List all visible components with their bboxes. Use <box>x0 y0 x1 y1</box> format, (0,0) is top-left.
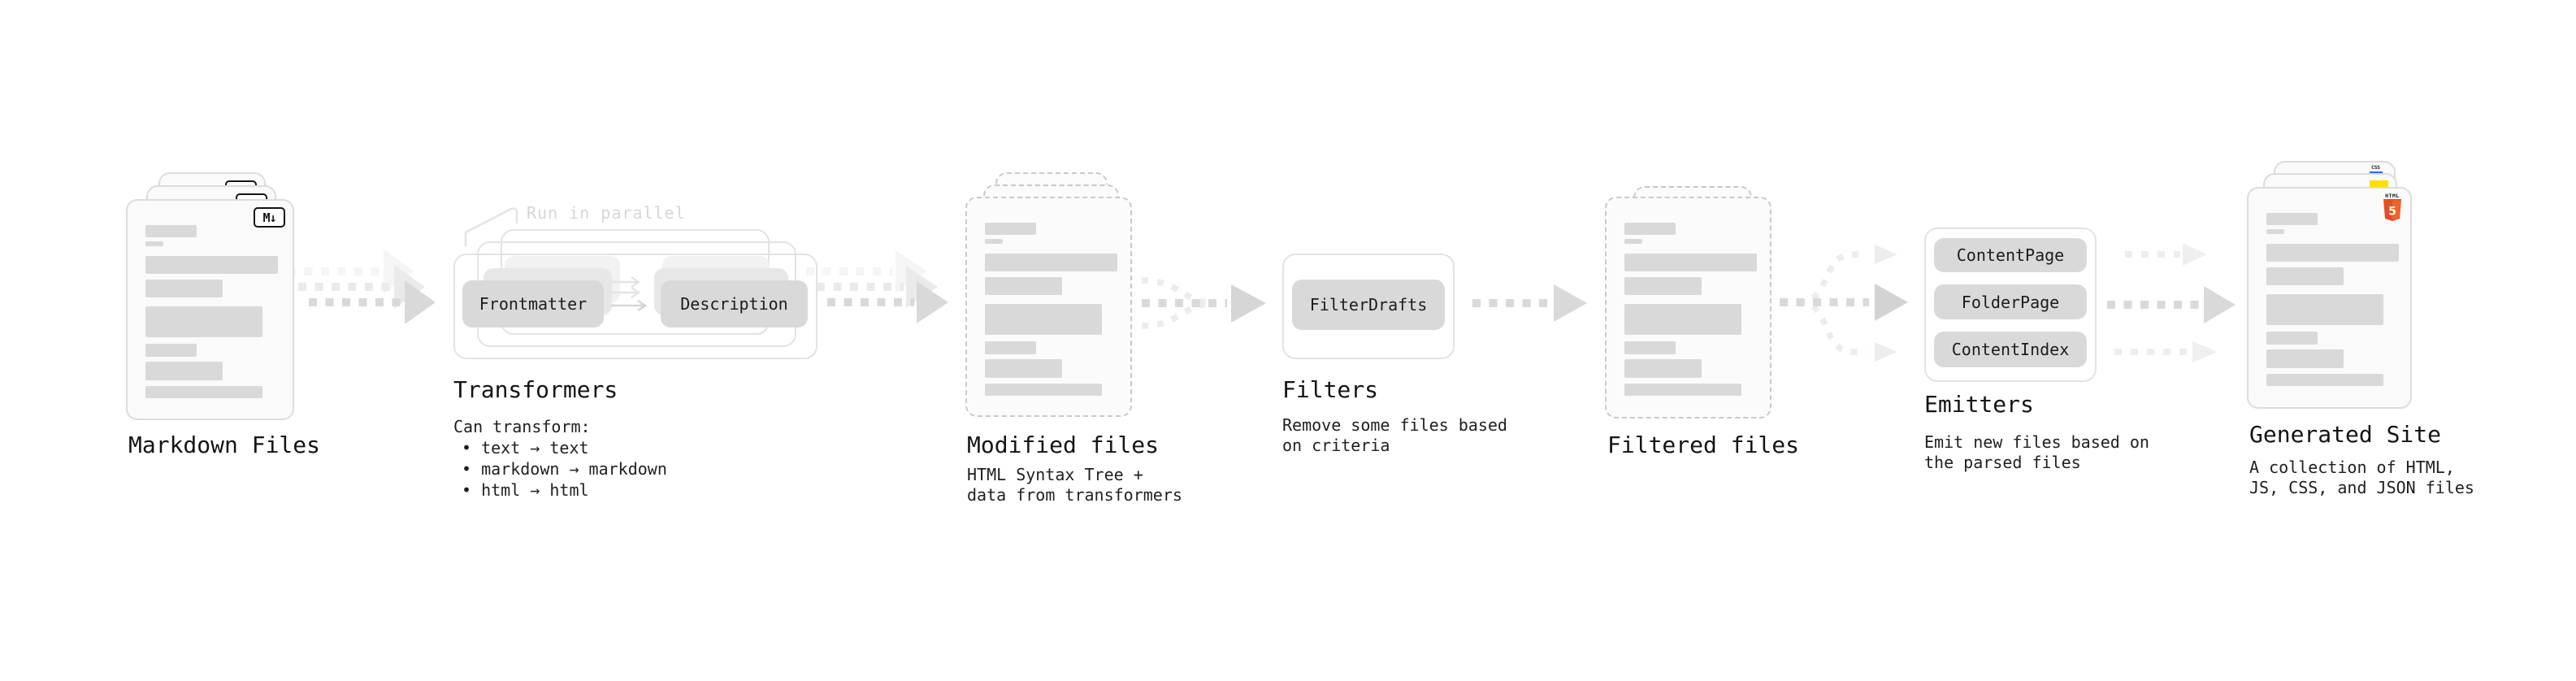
emitter-chip-contentindex: ContentIndex <box>1934 332 2087 367</box>
desc-line: Emit new files based on <box>1924 432 2149 452</box>
skeleton-bar <box>145 362 223 380</box>
skeleton-bar <box>985 384 1102 396</box>
skeleton-bar <box>1624 384 1741 396</box>
skeleton-bar <box>2266 244 2399 262</box>
skeleton-bar <box>985 223 1036 235</box>
skeleton-bar <box>985 341 1036 354</box>
skeleton-bar <box>1624 341 1676 354</box>
desc-line: HTML Syntax Tree + <box>967 465 1143 484</box>
desc-bullet: • markdown → markdown <box>462 459 667 479</box>
arrow-modified-to-filters <box>1141 277 1266 329</box>
skeleton-bar <box>2266 349 2344 368</box>
desc-line: Can transform: <box>453 417 591 436</box>
arrow-transformers-to-modified <box>806 250 948 323</box>
stage-label-emitters: Emitters <box>1924 391 2034 418</box>
filter-chip-filterdrafts: FilterDrafts <box>1292 280 1445 330</box>
stage-desc-filters: Remove some files based on criteria <box>1282 415 1507 456</box>
stage-label-filters: Filters <box>1282 376 1379 403</box>
skeleton-bar <box>1624 359 1702 378</box>
arrow-emitters-to-generated <box>2107 243 2236 362</box>
skeleton-bar <box>145 241 163 246</box>
stage-desc-transformers: Can transform: • text → text • markdown … <box>453 416 667 501</box>
skeleton-bar <box>1624 223 1676 235</box>
desc-line: on criteria <box>1282 436 1390 455</box>
document-card-front: HTML 5 <box>2247 187 2412 409</box>
arrow-filtered-to-emitters <box>1780 245 1908 362</box>
desc-line: A collection of HTML, <box>2249 458 2455 477</box>
skeleton-bar <box>2266 229 2284 234</box>
annotation-callout-line <box>464 207 518 247</box>
emitter-chip-contentpage: ContentPage <box>1934 238 2087 272</box>
css-icon-label: CSS <box>2371 165 2380 171</box>
skeleton-bar <box>2266 267 2344 285</box>
document-card-front: M↓ <box>126 199 294 420</box>
arrow-filters-to-filtered <box>1472 284 1587 322</box>
skeleton-bar <box>2266 374 2383 386</box>
skeleton-bar <box>1624 254 1757 271</box>
skeleton-bar <box>985 254 1117 271</box>
skeleton-bar <box>2266 294 2383 325</box>
skeleton-bar <box>145 256 278 274</box>
parallel-mini-arrows <box>611 275 648 312</box>
skeleton-bar <box>145 306 262 337</box>
filters-box <box>1282 254 1455 359</box>
skeleton-bar <box>985 239 1003 244</box>
skeleton-bar <box>145 344 197 357</box>
skeleton-bar <box>145 225 197 237</box>
emitters-box <box>1924 228 2097 382</box>
transformer-box-front <box>453 254 817 359</box>
skeleton-bar <box>2266 332 2318 345</box>
skeleton-bar <box>985 277 1062 295</box>
skeleton-bar <box>1624 239 1642 244</box>
html5-icon-label: HTML <box>2385 193 2400 199</box>
css-icon: CSS <box>2369 166 2383 175</box>
stage-label-modified-files: Modified files <box>967 432 1160 458</box>
desc-line: Remove some files based <box>1282 415 1507 435</box>
skeleton-bar <box>1624 277 1702 295</box>
skeleton-bar <box>145 386 262 398</box>
desc-line: JS, CSS, and JSON files <box>2249 478 2474 497</box>
document-card-front <box>1605 197 1772 419</box>
desc-bullet: • html → html <box>462 480 589 500</box>
arrow-markdown-to-transformers <box>288 249 436 324</box>
skeleton-bar <box>1624 304 1741 335</box>
transformer-chip-description: Description <box>661 280 808 327</box>
skeleton-bar <box>985 359 1062 378</box>
stage-label-generated-site: Generated Site <box>2249 421 2442 448</box>
skeleton-bar <box>985 304 1102 335</box>
stage-label-markdown-files: Markdown Files <box>128 432 321 458</box>
skeleton-bar <box>145 280 223 297</box>
markdown-icon: M↓ <box>254 207 285 228</box>
transformer-chip-frontmatter: Frontmatter <box>462 280 604 327</box>
stage-desc-modified-files: HTML Syntax Tree + data from transformer… <box>967 465 1182 505</box>
document-card-front <box>965 197 1132 417</box>
js-icon <box>2370 180 2388 189</box>
stage-label-transformers: Transformers <box>453 376 618 403</box>
annotation-run-in-parallel: Run in parallel <box>527 203 686 223</box>
skeleton-bar <box>2266 213 2318 225</box>
html5-icon: HTML 5 <box>2382 193 2403 221</box>
desc-bullet: • text → text <box>462 438 589 458</box>
stage-label-filtered-files: Filtered files <box>1607 432 1800 458</box>
stage-desc-emitters: Emit new files based on the parsed files <box>1924 432 2149 473</box>
desc-line: the parsed files <box>1924 453 2081 472</box>
emitter-chip-folderpage: FolderPage <box>1934 284 2087 319</box>
stage-desc-generated-site: A collection of HTML, JS, CSS, and JSON … <box>2249 458 2474 498</box>
desc-line: data from transformers <box>967 485 1182 505</box>
css-icon-bar <box>2369 171 2383 175</box>
html5-icon-digit: 5 <box>2388 206 2396 219</box>
